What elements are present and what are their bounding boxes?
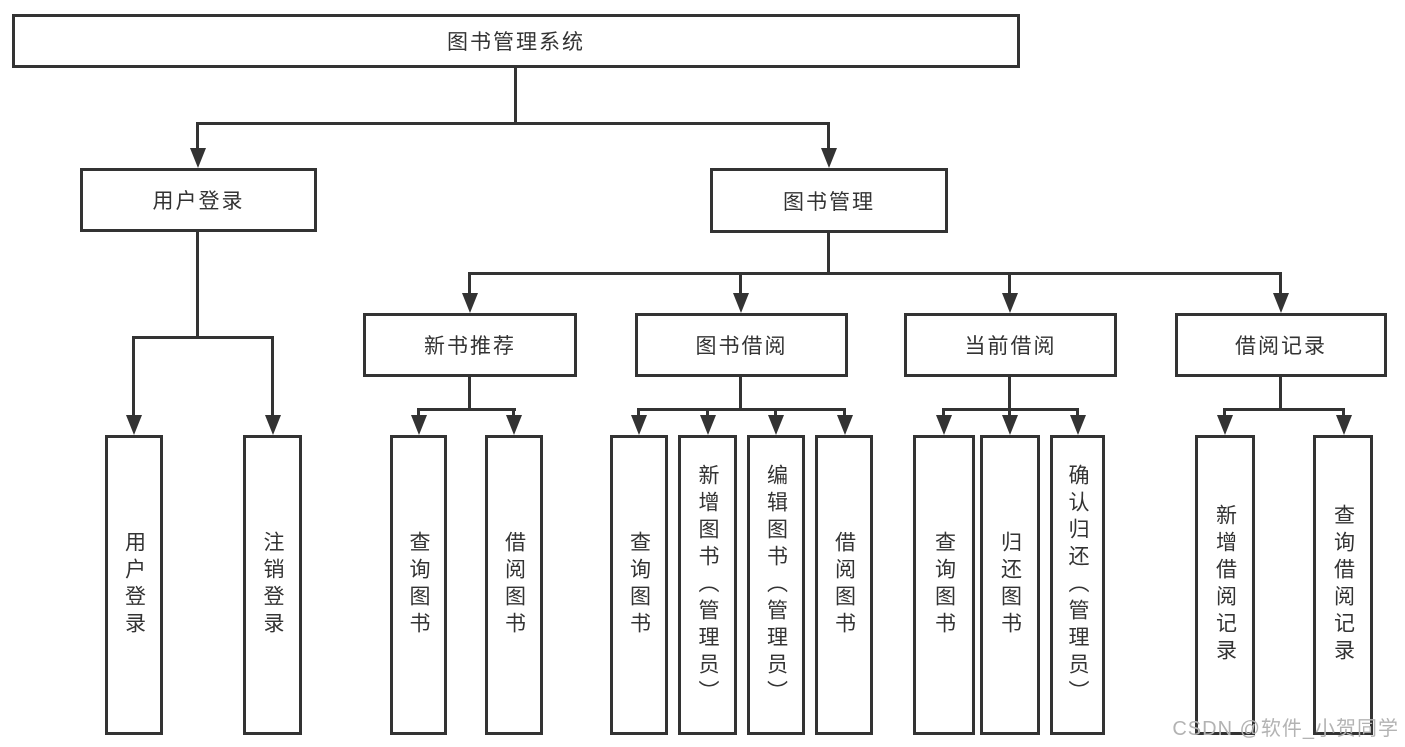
connector-bookborrow-stem <box>739 377 742 408</box>
connector-root-branch <box>196 122 830 125</box>
connector-drop-edit-book <box>774 408 777 416</box>
arrowhead-return-book <box>1002 415 1018 435</box>
connector-drop-add-record <box>1223 408 1226 416</box>
arrowhead-query-rec <box>411 415 427 435</box>
arrowhead-add-book <box>700 415 716 435</box>
node-login: 用户登录 <box>105 435 163 735</box>
connector-drop-query-rec <box>417 408 420 416</box>
connector-drop-query-record <box>1342 408 1345 416</box>
node-new-book-recommend-label: 新书推荐 <box>424 335 516 358</box>
connector-drop-book-management <box>827 122 830 149</box>
node-confirm-return-admin: 确认归还（管理员） <box>1050 435 1105 735</box>
node-current-borrow-label: 当前借阅 <box>964 335 1057 358</box>
node-borrow-books-recommend-label: 借阅图书 <box>502 531 526 639</box>
node-query-borrow-record-label: 查询借阅记录 <box>1331 504 1355 666</box>
arrowhead-login <box>126 415 142 435</box>
connector-drop-query-cb <box>942 408 945 416</box>
connector-drop-borrow-rec <box>512 408 515 416</box>
connector-drop-current-borrow <box>1008 272 1011 295</box>
node-return-books-label: 归还图书 <box>998 531 1022 639</box>
node-query-books-current-label: 查询图书 <box>932 531 956 639</box>
node-logout: 注销登录 <box>243 435 302 735</box>
arrowhead-query-bb <box>631 415 647 435</box>
node-edit-book-admin-label: 编辑图书（管理员） <box>764 463 788 707</box>
node-add-book-admin-label: 新增图书（管理员） <box>696 463 719 707</box>
node-query-books-recommend-label: 查询图书 <box>407 531 430 639</box>
node-book-borrow: 图书借阅 <box>635 313 848 377</box>
connector-book-mgmt-stem <box>827 233 830 272</box>
node-root-label: 图书管理系统 <box>447 31 585 54</box>
node-current-borrow: 当前借阅 <box>904 313 1117 377</box>
connector-drop-new-book <box>468 272 471 295</box>
arrowhead-edit-book <box>768 415 784 435</box>
connector-records-stem <box>1279 377 1282 408</box>
csdn-watermark: CSDN @软件_小贺同学 <box>1172 718 1399 740</box>
node-borrow-books-label: 借阅图书 <box>832 531 856 639</box>
arrowhead-query-record <box>1336 415 1352 435</box>
node-book-management-label: 图书管理 <box>783 190 875 214</box>
connector-records-branch <box>1223 408 1345 411</box>
node-add-borrow-record: 新增借阅记录 <box>1195 435 1255 735</box>
arrowhead-logout <box>265 415 281 435</box>
node-confirm-return-admin-label: 确认归还（管理员） <box>1066 463 1089 707</box>
arrowhead-borrow-bb <box>837 415 853 435</box>
node-query-books-borrow: 查询图书 <box>610 435 668 735</box>
node-new-book-recommend: 新书推荐 <box>363 313 577 377</box>
arrowhead-borrow-records <box>1273 293 1289 313</box>
node-add-book-admin: 新增图书（管理员） <box>678 435 737 735</box>
arrowhead-add-record <box>1217 415 1233 435</box>
arrowhead-book-management <box>821 148 837 168</box>
node-add-borrow-record-label: 新增借阅记录 <box>1213 504 1237 666</box>
connector-drop-book-borrow <box>739 272 742 295</box>
connector-drop-add-book <box>706 408 709 416</box>
arrowhead-borrow-rec <box>506 415 522 435</box>
node-borrow-books: 借阅图书 <box>815 435 873 735</box>
node-borrow-records: 借阅记录 <box>1175 313 1387 377</box>
node-borrow-records-label: 借阅记录 <box>1235 335 1327 358</box>
node-book-borrow-label: 图书借阅 <box>695 335 788 358</box>
connector-drop-login <box>132 336 135 416</box>
arrowhead-new-book <box>462 293 478 313</box>
connector-bookborrow-branch <box>637 408 846 411</box>
node-return-books: 归还图书 <box>980 435 1040 735</box>
connector-drop-borrow-records <box>1279 272 1282 295</box>
node-query-books-borrow-label: 查询图书 <box>627 531 651 639</box>
node-query-borrow-record: 查询借阅记录 <box>1313 435 1373 735</box>
connector-root-stem <box>514 68 517 122</box>
node-login-label: 用户登录 <box>122 531 146 639</box>
connector-drop-user-login <box>196 122 199 149</box>
connector-drop-query-bb <box>637 408 640 416</box>
connector-newbook-stem <box>468 377 471 408</box>
connector-user-login-branch <box>132 336 274 339</box>
node-query-books-current: 查询图书 <box>913 435 975 735</box>
node-book-management: 图书管理 <box>710 168 948 233</box>
connector-book-mgmt-branch <box>468 272 1282 275</box>
node-query-books-recommend: 查询图书 <box>390 435 447 735</box>
arrowhead-user-login <box>190 148 206 168</box>
node-borrow-books-recommend: 借阅图书 <box>485 435 543 735</box>
arrowhead-book-borrow <box>733 293 749 313</box>
connector-user-login-stem <box>196 232 199 336</box>
node-user-login-label: 用户登录 <box>152 190 245 213</box>
arrowhead-confirm-return <box>1070 415 1086 435</box>
node-root: 图书管理系统 <box>12 14 1020 68</box>
connector-drop-logout <box>271 336 274 416</box>
node-user-login: 用户登录 <box>80 168 317 232</box>
node-logout-label: 注销登录 <box>261 531 284 639</box>
connector-drop-confirm-return <box>1076 408 1079 416</box>
arrowhead-query-cb <box>936 415 952 435</box>
connector-currentborrow-stem <box>1008 377 1011 408</box>
connector-newbook-branch <box>417 408 516 411</box>
connector-drop-return-book <box>1008 408 1011 416</box>
arrowhead-current-borrow <box>1002 293 1018 313</box>
connector-drop-borrow-bb <box>843 408 846 416</box>
node-edit-book-admin: 编辑图书（管理员） <box>747 435 805 735</box>
